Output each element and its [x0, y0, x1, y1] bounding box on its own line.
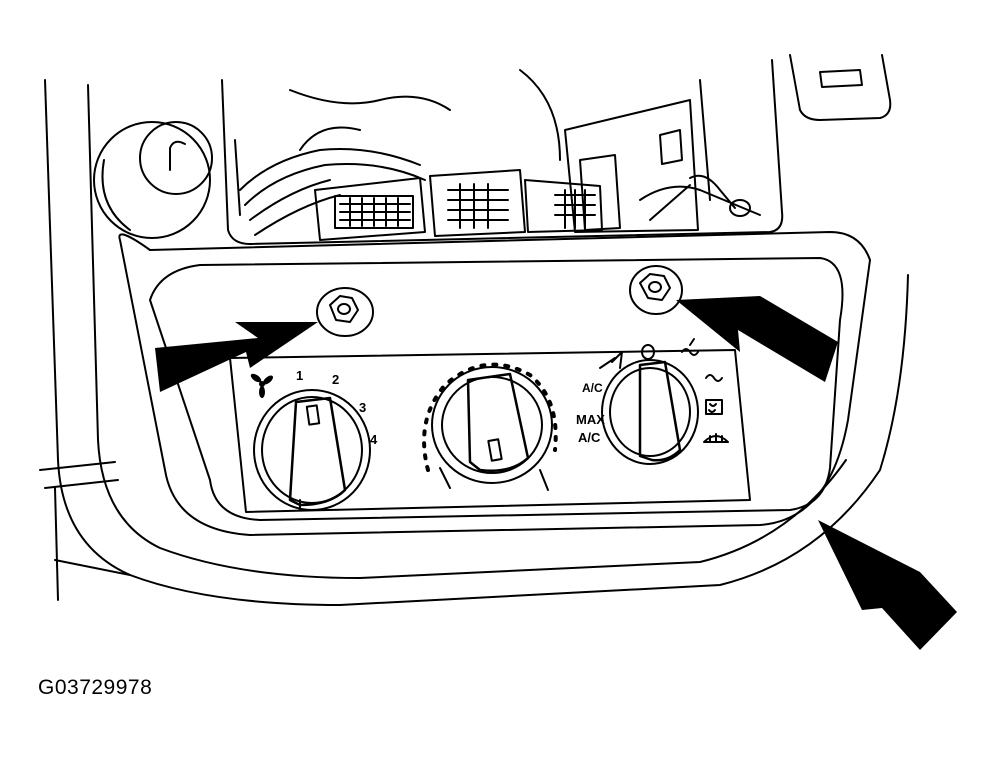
max-ac-label: A/C — [578, 430, 601, 445]
connector-right — [524, 179, 603, 233]
fan-speed-knob[interactable] — [253, 389, 371, 511]
cigarette-lighter — [93, 121, 213, 239]
fan-speed-1: 1 — [296, 368, 303, 383]
lower-dash-edge — [39, 461, 131, 601]
connector-left — [314, 177, 426, 241]
temperature-knob[interactable] — [422, 362, 558, 491]
radio-opening-inner — [234, 79, 711, 216]
defrost-icon — [703, 433, 729, 443]
fan-speed-3: 3 — [359, 400, 366, 415]
dash-bezel-inner-edge — [87, 84, 847, 579]
bilevel-icon — [681, 338, 699, 356]
arrow-right-screw — [676, 296, 838, 382]
floor-defrost-icon — [705, 399, 723, 415]
fan-speed-4: 4 — [370, 432, 378, 447]
mounting-screw-right — [629, 265, 683, 315]
radio-opening — [221, 59, 784, 245]
ac-label: A/C — [582, 381, 603, 395]
radio-bracket — [564, 99, 761, 233]
control-panel-face — [149, 257, 844, 521]
mounting-screw-left — [316, 287, 374, 337]
wiring-harness — [239, 69, 561, 236]
knob-plate — [229, 349, 751, 513]
vent-tab — [789, 54, 892, 121]
figure-code: G03729978 — [38, 676, 153, 699]
fan-speed-2: 2 — [332, 372, 339, 387]
arrow-bezel — [818, 520, 957, 650]
floor-icon — [705, 374, 723, 382]
control-panel-surround — [118, 231, 871, 536]
panel-vent-icon — [599, 351, 623, 369]
max-label: MAX — [576, 412, 605, 427]
fan-icon — [250, 373, 273, 398]
connector-middle — [429, 169, 526, 237]
air-distribution-knob[interactable] — [601, 344, 699, 465]
dash-bezel-outline — [44, 79, 909, 606]
arrow-left-screw — [155, 322, 318, 392]
